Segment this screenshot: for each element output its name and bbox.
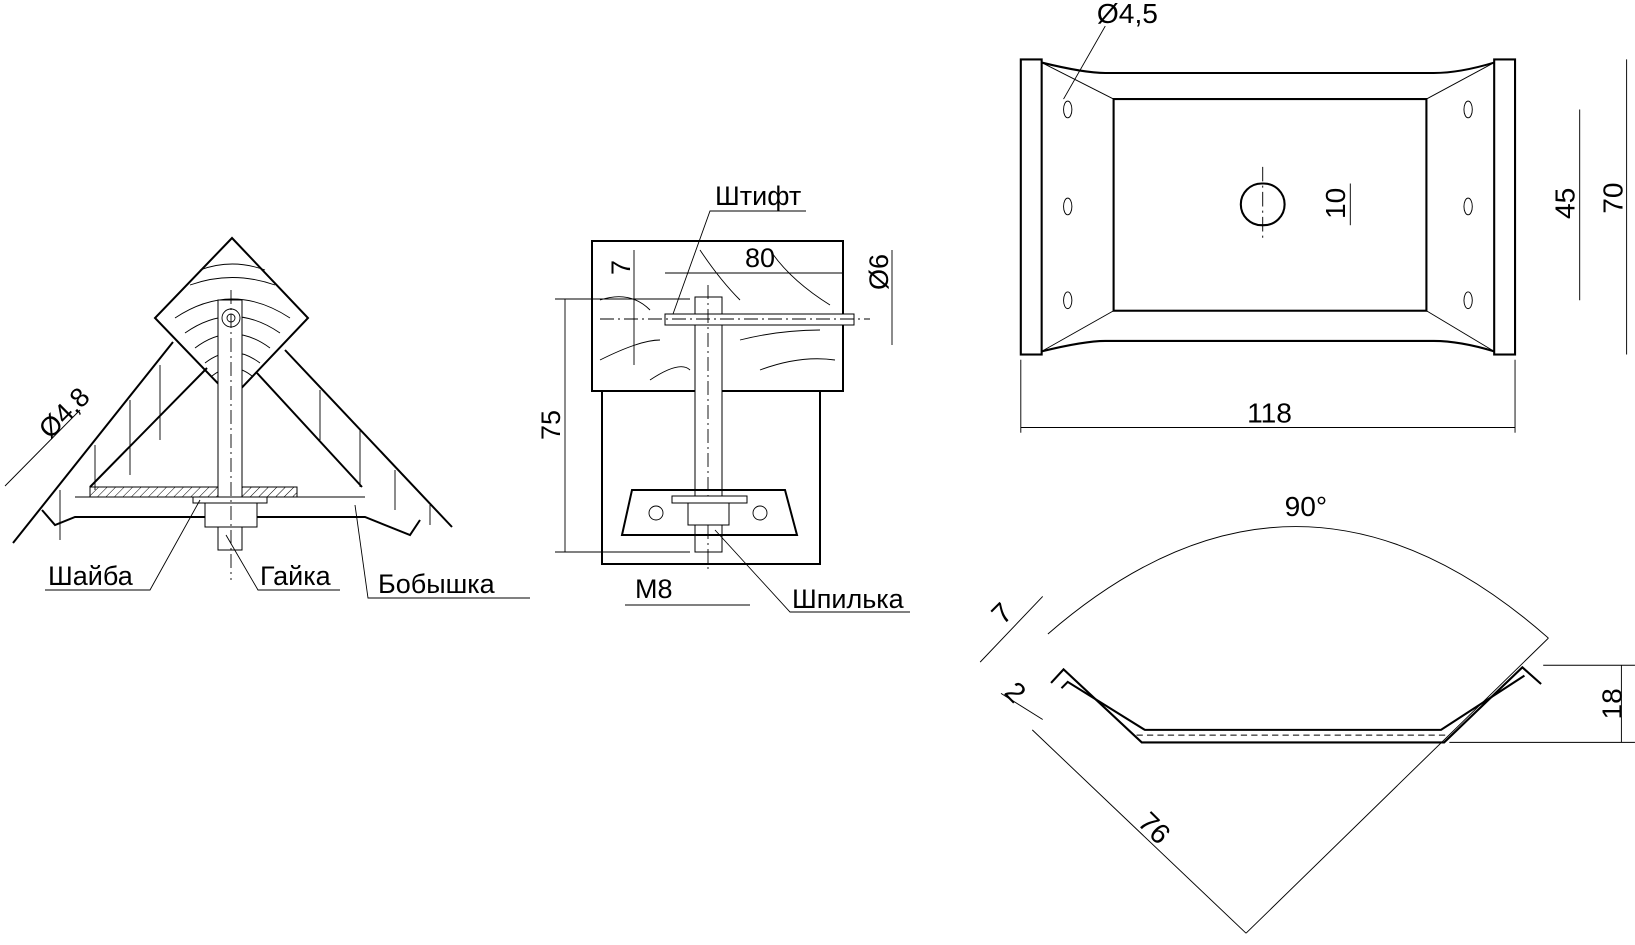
dim-7-profile: 7 xyxy=(985,597,1018,630)
stud-label: Шпилька xyxy=(792,584,905,614)
dim-18: 18 xyxy=(1596,688,1627,719)
thread-label: M8 xyxy=(635,574,673,604)
dim-118: 118 xyxy=(1247,397,1292,428)
angle-arc xyxy=(1047,526,1549,639)
ridge-section-view: Ø4,8 Шайба Гайка Бобышка xyxy=(4,236,530,599)
bracket xyxy=(620,489,799,536)
dim-d6: Ø6 xyxy=(864,254,894,290)
mounting-holes xyxy=(1063,100,1473,310)
dim-10: 10 xyxy=(1320,188,1351,219)
pin-label: Штифт xyxy=(715,181,801,211)
dim-7: 7 xyxy=(606,260,636,275)
pin xyxy=(664,313,855,326)
hole-diameter: Ø4,5 xyxy=(1097,0,1158,29)
washer-label: Шайба xyxy=(48,561,134,591)
dim-d48: Ø4,8 xyxy=(4,382,96,487)
nut-label: Гайка xyxy=(260,561,332,591)
dim-80: 80 xyxy=(745,243,775,273)
nut xyxy=(687,502,730,526)
pin-section-view: 75 80 7 Ø6 M8 Штифт Шпилька xyxy=(536,181,910,614)
plate xyxy=(89,486,298,498)
dim-76: 76 xyxy=(1132,806,1176,850)
plate-inner xyxy=(1112,98,1428,312)
dim-2: 2 xyxy=(999,676,1032,709)
dim-75: 75 xyxy=(536,410,566,440)
boss-label: Бобышка xyxy=(378,569,496,599)
dim-45: 45 xyxy=(1549,188,1580,219)
washer xyxy=(192,496,268,504)
plate-top-view: 10 45 70 118 Ø4,5 xyxy=(1019,0,1628,433)
rafter xyxy=(601,391,821,565)
diameter-label: Ø4,8 xyxy=(33,382,96,445)
angle-label: 90° xyxy=(1285,491,1328,522)
bracket-profile-view: 90° 76 7 2 18 xyxy=(979,491,1635,934)
dim-70: 70 xyxy=(1597,182,1628,213)
